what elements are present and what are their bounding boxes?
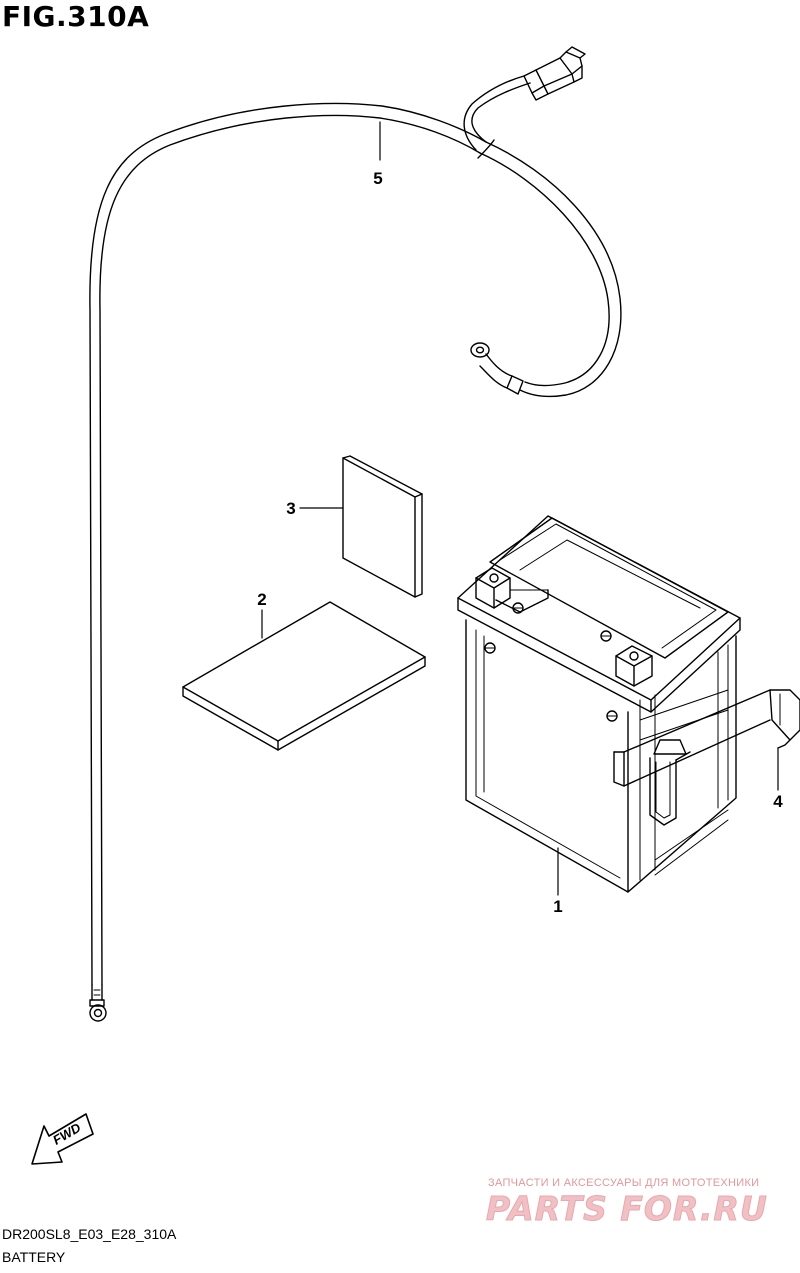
battery-band [613, 689, 800, 826]
watermark-logo: PARTS FOR.RU [486, 1189, 768, 1229]
battery-body [457, 515, 741, 893]
fwd-arrow-icon [31, 1113, 94, 1165]
diagram-code: DR200SL8_E03_E28_310A [2, 1226, 177, 1242]
battery-manual [182, 601, 426, 751]
diagram-name: BATTERY [2, 1249, 66, 1265]
figure-title: FIG.310A [2, 0, 150, 33]
battery-cable [89, 46, 622, 1022]
fwd-label: FWD [50, 1120, 84, 1148]
callout-3: 3 [286, 499, 295, 518]
watermark-tagline: ЗАПЧАСТИ И АКСЕССУАРЫ ДЛЯ МОТОТЕХНИКИ [488, 1177, 760, 1189]
callout-2: 2 [257, 590, 266, 609]
callout-5: 5 [373, 169, 382, 188]
callout-4: 4 [773, 792, 783, 811]
battery-label [342, 455, 423, 598]
leader-lines [261, 121, 779, 896]
callout-1: 1 [553, 897, 562, 916]
